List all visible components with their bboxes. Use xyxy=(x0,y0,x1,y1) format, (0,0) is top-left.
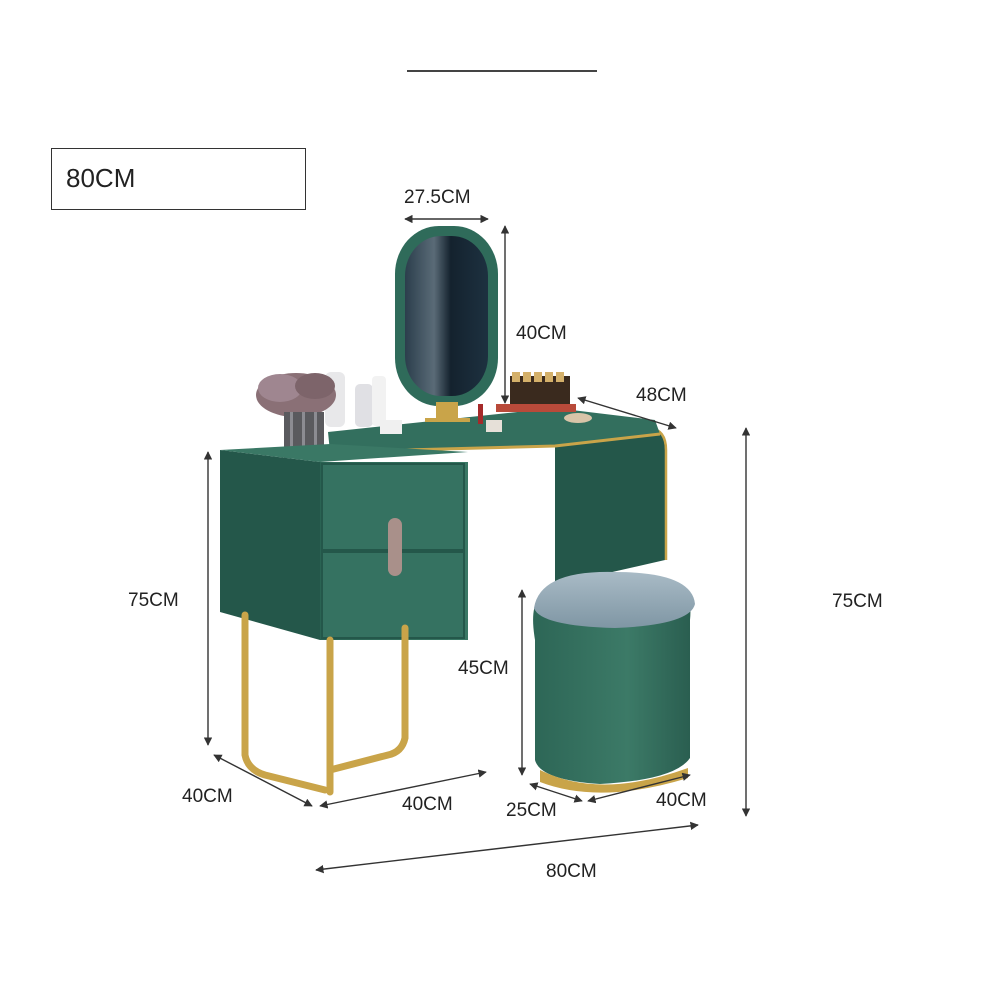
dim-cabinet-width xyxy=(319,769,487,809)
label-cabinet-width: 40CM xyxy=(402,794,453,815)
gold-legs xyxy=(241,611,409,796)
dim-stool-width xyxy=(587,772,691,804)
dim-stool-depth xyxy=(529,782,583,803)
label-overall-height: 75CM xyxy=(832,591,883,612)
label-overall-width: 80CM xyxy=(546,861,597,882)
label-mirror-height: 40CM xyxy=(516,323,567,344)
desk-side-panel xyxy=(555,426,668,585)
label-table-depth: 48CM xyxy=(636,385,687,406)
drawer-cabinet xyxy=(220,444,468,640)
size-tag-label: 80CM xyxy=(66,163,136,193)
label-cabinet-depth: 40CM xyxy=(182,786,233,807)
dim-cabinet-depth xyxy=(213,754,313,807)
dimension-labels: 27.5CM 40CM 48CM 75CM 75CM 45CM 40CM 40C… xyxy=(128,187,883,882)
top-divider-line xyxy=(407,70,597,72)
dim-table-depth xyxy=(577,396,677,430)
label-cabinet-height: 75CM xyxy=(128,590,179,611)
dimension-lines xyxy=(203,214,751,874)
mirror xyxy=(395,226,498,422)
label-stool-height: 45CM xyxy=(458,658,509,679)
label-stool-width: 40CM xyxy=(656,790,707,811)
size-tag-box: 80CM xyxy=(51,148,306,210)
dim-overall-width xyxy=(315,821,699,874)
flower-vase xyxy=(256,373,336,458)
label-mirror-width: 27.5CM xyxy=(404,187,471,208)
stool xyxy=(533,571,695,793)
label-stool-depth: 25CM xyxy=(506,800,557,821)
